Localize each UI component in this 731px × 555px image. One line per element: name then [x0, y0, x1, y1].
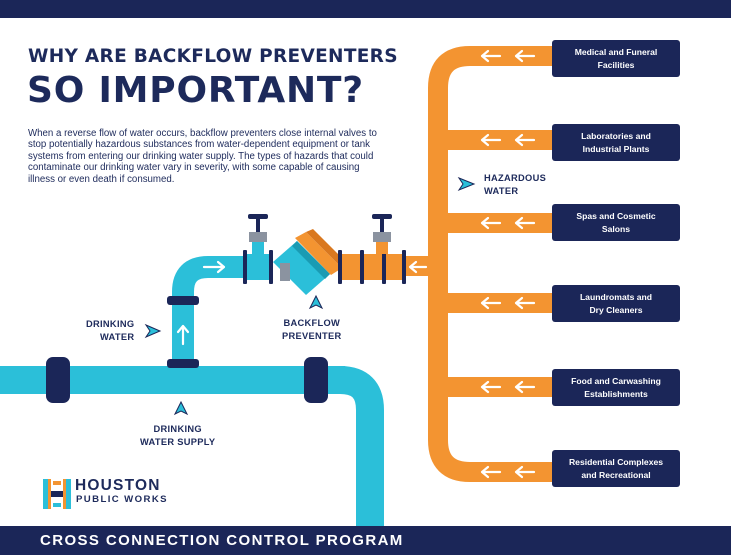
arrow-up-icon: [176, 324, 190, 346]
arrow-left-icon: [514, 465, 536, 479]
arrow-left-icon: [514, 380, 536, 394]
triangle-pointer-icon: [144, 323, 162, 339]
arrow-left-icon: [480, 465, 502, 479]
triangle-pointer-icon: [457, 176, 476, 192]
triangle-pointer-icon: [308, 294, 324, 310]
page-title-line1: WHY ARE BACKFLOW PREVENTERS: [28, 46, 398, 67]
page-title-line2: SO IMPORTANT?: [27, 70, 364, 111]
drinking-water-supply-label: DRINKING WATER SUPPLY: [140, 424, 216, 447]
footer-banner: CROSS CONNECTION CONTROL PROGRAM: [0, 526, 731, 555]
triangle-pointer-icon: [173, 400, 189, 416]
arrow-left-icon: [514, 296, 536, 310]
logo-houston: HOUSTON: [75, 477, 161, 494]
arrow-left-icon: [480, 216, 502, 230]
program-name: CROSS CONNECTION CONTROL PROGRAM: [40, 532, 404, 549]
arrow-left-icon: [514, 49, 536, 63]
intro-paragraph: When a reverse flow of water occurs, bac…: [28, 128, 377, 185]
drinking-water-label: DRINKING WATER: [86, 319, 135, 342]
houston-h-logo-icon: [43, 479, 71, 509]
arrow-left-icon: [514, 133, 536, 147]
arrow-left-icon: [480, 49, 502, 63]
hazardous-water-label: HAZARDOUS WATER: [484, 173, 547, 196]
arrow-left-icon: [480, 296, 502, 310]
arrow-left-icon: [408, 260, 428, 274]
logo-public-works: PUBLIC WORKS: [76, 494, 168, 505]
arrow-left-icon: [514, 216, 536, 230]
pipe-couplings: [46, 296, 328, 403]
hazardous-pipe-manifold: [400, 46, 552, 482]
arrow-left-icon: [480, 133, 502, 147]
backflow-preventer-label: BACKFLOW PREVENTER: [282, 318, 342, 341]
arrow-left-icon: [202, 260, 226, 274]
arrow-left-icon: [480, 380, 502, 394]
backflow-preventer-assembly: [243, 214, 406, 295]
top-banner: [0, 0, 731, 18]
